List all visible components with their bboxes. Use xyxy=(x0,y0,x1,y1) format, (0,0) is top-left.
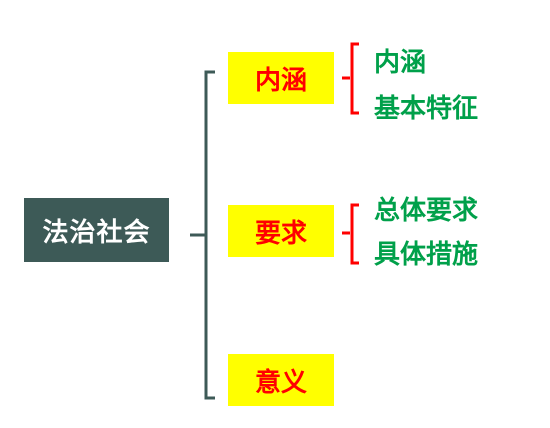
sub-bracket-neihan xyxy=(342,42,359,115)
leaf-node-jibentezheng: 基本特征 xyxy=(374,94,479,124)
leaf-node-zongtiyaoqiu: 总体要求 xyxy=(374,196,479,226)
sub-bracket-yaoqiu xyxy=(342,203,359,265)
leaf-node-neihan: 内涵 xyxy=(374,48,427,78)
root-node: 法治社会 xyxy=(24,198,169,262)
branch-node-yaoqiu: 要求 xyxy=(228,205,334,257)
root-label: 法治社会 xyxy=(42,217,151,248)
branch-label: 内涵 xyxy=(254,65,307,96)
branch-node-yiyi: 意义 xyxy=(228,354,334,406)
branch-node-neihan: 内涵 xyxy=(228,52,334,104)
main-bracket xyxy=(190,70,215,400)
leaf-node-jutucuoshi: 具体措施 xyxy=(374,240,479,270)
branch-label: 意义 xyxy=(254,367,307,398)
branch-label: 要求 xyxy=(254,218,307,249)
